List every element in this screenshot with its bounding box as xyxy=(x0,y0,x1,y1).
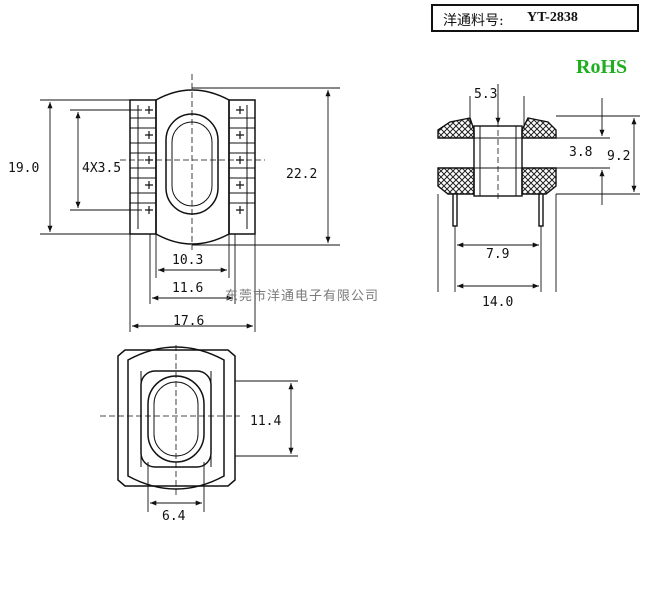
left-pin xyxy=(452,193,458,227)
company-watermark: 东莞市洋通电子有限公司 xyxy=(225,288,379,304)
dim-pin-pitch: 4X3.5 xyxy=(82,161,121,176)
rohs-mark: RoHS xyxy=(576,56,628,78)
side-view-dimensions xyxy=(437,84,640,292)
part-number-value: YT-2838 xyxy=(527,10,578,25)
dim-body-height: 22.2 xyxy=(286,167,317,182)
dim-pin-span: 7.9 xyxy=(486,247,509,262)
dim-inner-width: 10.3 xyxy=(172,253,203,268)
dim-top-step: 5.3 xyxy=(474,87,497,102)
top-view xyxy=(120,74,265,250)
part-number-label: 洋通料号: xyxy=(443,13,504,29)
right-pin-slots xyxy=(229,105,255,229)
bottom-outline xyxy=(117,349,236,487)
right-top-flange xyxy=(521,117,557,139)
left-bottom-flange xyxy=(437,167,475,195)
right-bottom-flange xyxy=(521,167,557,195)
bottom-body xyxy=(127,346,225,490)
dim-overall-height: 19.0 xyxy=(8,161,39,176)
dim-flange-width: 11.6 xyxy=(172,281,203,296)
right-flange xyxy=(228,99,256,235)
top-view-centerlines xyxy=(120,74,265,250)
dim-core-height: 3.8 xyxy=(569,145,592,160)
dim-overall-width: 17.6 xyxy=(173,314,204,329)
left-pin-slots xyxy=(130,105,156,229)
dim-base-width: 14.0 xyxy=(482,295,513,310)
bottom-view-dimensions xyxy=(147,380,298,512)
dim-side-height: 9.2 xyxy=(607,149,630,164)
side-view xyxy=(437,112,557,227)
dim-bottom-width: 6.4 xyxy=(162,509,186,524)
left-flange xyxy=(129,99,157,235)
dim-bottom-height: 11.4 xyxy=(250,414,281,429)
bottom-view xyxy=(100,345,240,495)
left-top-flange xyxy=(437,117,475,139)
top-view-dimensions xyxy=(40,87,340,332)
right-pin xyxy=(538,193,544,227)
part-number-box: 洋通料号: YT-2838 xyxy=(431,4,639,32)
